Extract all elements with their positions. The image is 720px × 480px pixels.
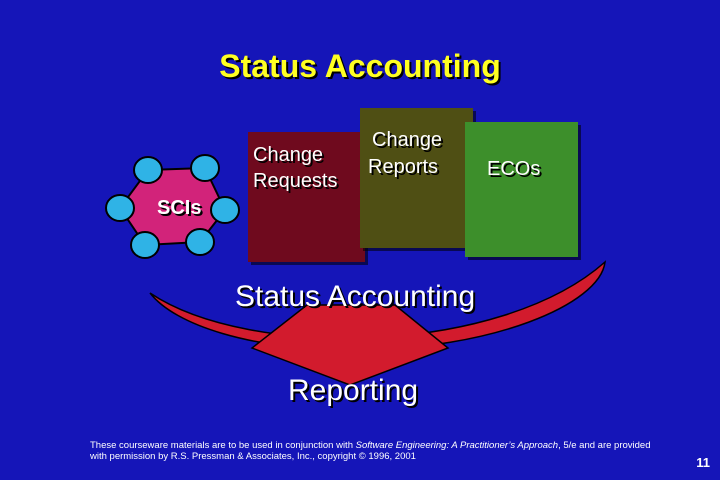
- footer-prefix: These courseware materials are to be use…: [90, 440, 356, 451]
- change-requests-line2: Requests: [253, 170, 338, 192]
- change-reports-line2: Reports: [368, 156, 439, 178]
- output-label: Reporting: [288, 374, 419, 407]
- arrow-head: [250, 304, 450, 386]
- sci-node: [185, 228, 215, 256]
- sci-node: [105, 194, 135, 222]
- ecos-label: ECOs: [487, 158, 541, 180]
- process-label: Status Accounting: [235, 280, 476, 313]
- ecos-box: [465, 122, 578, 257]
- sci-nodes: [105, 154, 240, 259]
- change-requests-box: [248, 132, 365, 262]
- sci-node: [210, 196, 240, 224]
- sci-node: [190, 154, 220, 182]
- footer-book-title: Software Engineering: A Practitioner’s A…: [355, 440, 559, 451]
- change-requests-line1: Change: [253, 144, 324, 166]
- sci-node: [130, 231, 160, 259]
- footer-suffix: , 5/e and are provided with permission b…: [90, 440, 651, 462]
- sci-node: [133, 156, 163, 184]
- sci-network: [105, 154, 240, 259]
- footer-credit: These courseware materials are to be use…: [90, 440, 660, 462]
- page-number: 11: [696, 455, 710, 470]
- scis-label: SCIs: [157, 197, 202, 219]
- change-reports-line1: Change: [372, 129, 443, 151]
- slide-title: Status Accounting: [219, 48, 501, 84]
- change-reports-box: [360, 108, 473, 248]
